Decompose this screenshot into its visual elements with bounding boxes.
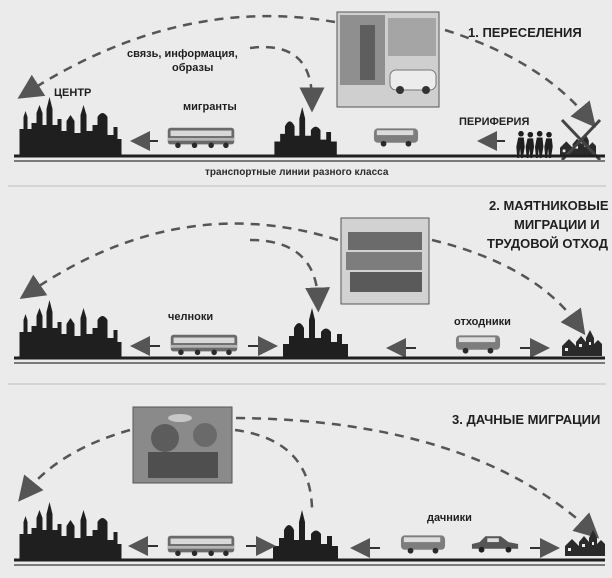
car-icon	[471, 536, 519, 553]
info-flow-arrow-town	[249, 45, 325, 113]
dacha-residents-label: дачники	[427, 512, 472, 524]
transport-lines	[14, 558, 605, 566]
shuttles-label: челноки	[168, 311, 213, 323]
pendulum-arrow-village	[431, 238, 586, 336]
panel-resettlement: 1. ПЕРЕСЕЛЕНИЯ связь, информация, образы…	[14, 11, 605, 178]
pendulum-arrow-center	[19, 222, 339, 300]
abandoned-village-icon	[560, 118, 602, 162]
panel-dacha-migration: 3. ДАЧНЫЕ МИГРАЦИИ дачники	[14, 406, 605, 566]
panel3-title: 3. ДАЧНЫЕ МИГРАЦИИ	[452, 412, 600, 427]
train-icon	[167, 535, 235, 557]
transport-lines	[14, 356, 605, 364]
panel2-title-line2: МИГРАЦИИ И	[514, 217, 600, 232]
town-skyline-icon	[273, 510, 338, 560]
panel1-title: 1. ПЕРЕСЕЛЕНИЯ	[468, 25, 582, 40]
photo-city-life	[336, 11, 440, 108]
village-icon	[562, 330, 602, 356]
info-label-line1: связь, информация,	[127, 48, 238, 60]
panel2-title-line1: 2. МАЯТНИКОВЫЕ	[489, 198, 609, 213]
dacha-arrow-center	[18, 428, 131, 502]
panel-pendulum-migration: 2. МАЯТНИКОВЫЕ МИГРАЦИИ И ТРУДОВОЙ ОТХОД…	[14, 198, 609, 364]
city-skyline-icon	[19, 97, 122, 155]
bus-icon	[400, 535, 446, 554]
town-skyline-icon	[274, 107, 337, 155]
town-skyline-icon	[283, 308, 348, 358]
village-icon	[565, 530, 605, 556]
center-label: ЦЕНТР	[54, 87, 91, 99]
pendulum-arrow-town	[249, 238, 331, 313]
info-flow-arrow-periphery	[444, 28, 596, 128]
photo-money	[340, 217, 430, 305]
bus-icon	[455, 335, 501, 354]
periphery-label: ПЕРИФЕРИЯ	[459, 116, 529, 128]
migrants-label: мигранты	[183, 101, 237, 113]
panel2-title-line3: ТРУДОВОЙ ОТХОД	[487, 236, 609, 251]
transport-lines	[14, 154, 605, 162]
dacha-arrow-village	[235, 416, 600, 539]
info-label-line2: образы	[172, 62, 213, 74]
info-flow-arrow	[17, 14, 336, 99]
walking-people-icon	[516, 130, 553, 158]
seasonal-workers-label: отходники	[454, 316, 511, 328]
city-skyline-icon	[19, 300, 122, 358]
transport-label: транспортные линии разного класса	[205, 167, 389, 178]
train-icon	[170, 334, 238, 356]
bus-icon	[373, 128, 419, 147]
dacha-arrow-town	[234, 428, 314, 509]
train-icon	[167, 127, 235, 149]
photo-dacha-people	[132, 406, 233, 484]
city-skyline-icon	[19, 502, 122, 560]
